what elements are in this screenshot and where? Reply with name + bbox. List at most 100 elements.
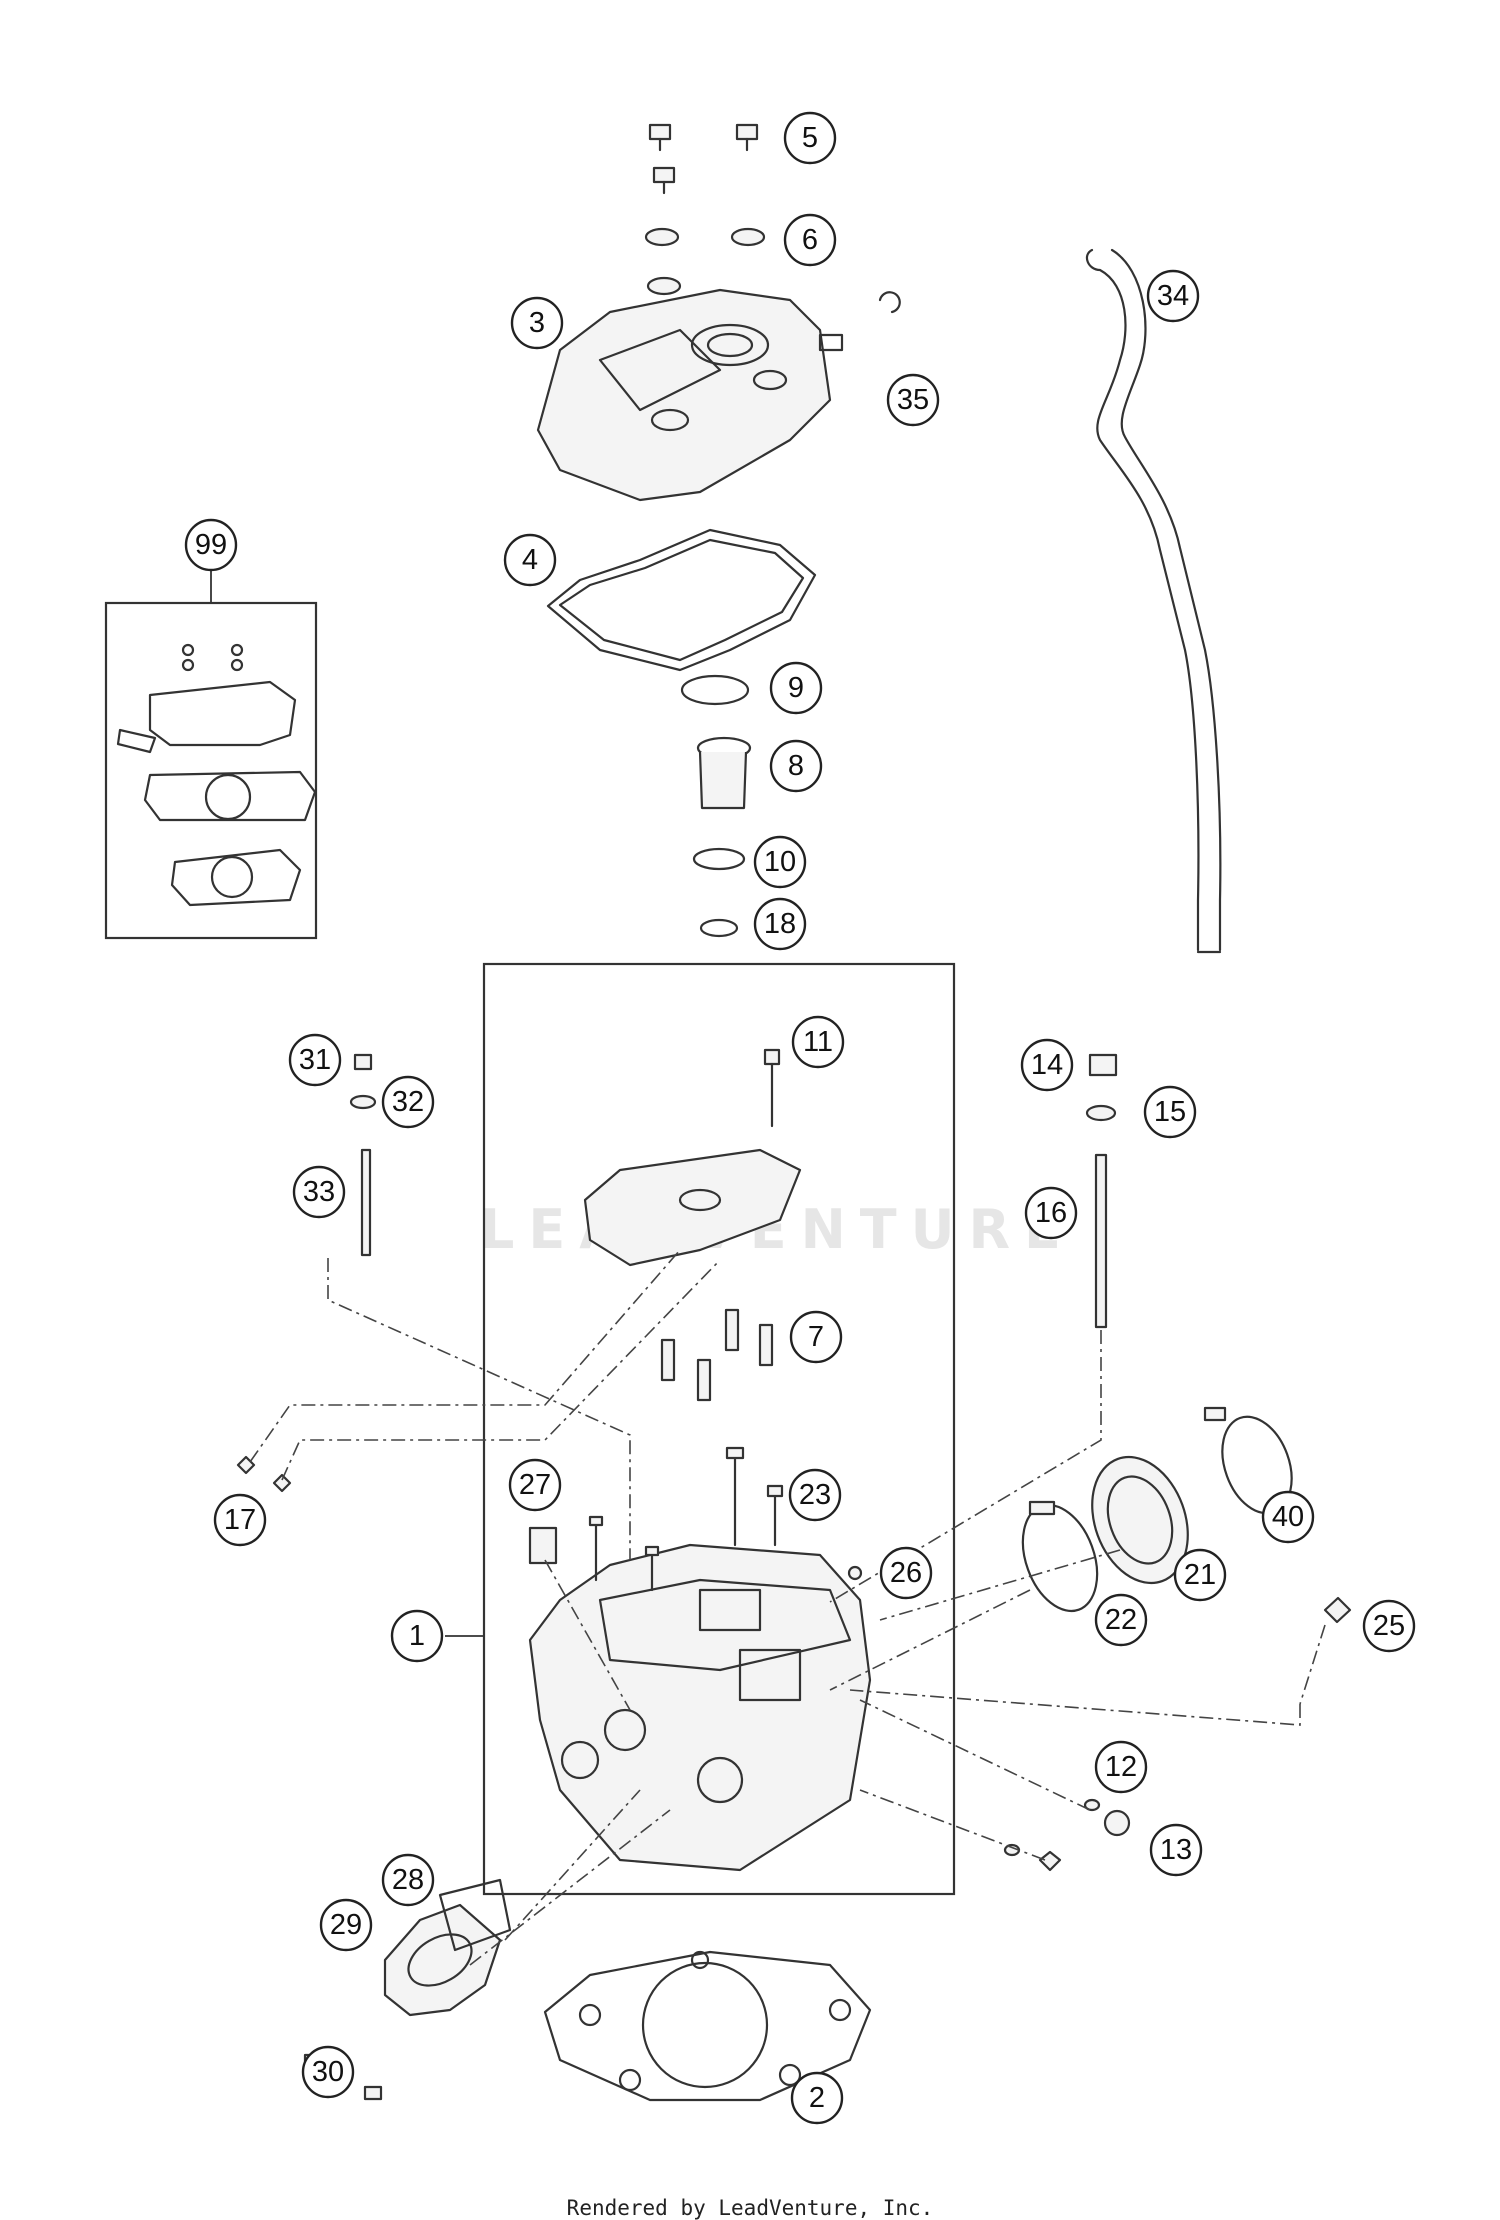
svg-text:28: 28	[392, 1864, 424, 1896]
nut-31	[353, 1053, 373, 1071]
hose-clip	[878, 291, 901, 314]
plug-13	[1103, 1809, 1131, 1837]
svg-text:17: 17	[224, 1504, 256, 1536]
callout-27: 27	[508, 1458, 562, 1512]
svg-text:16: 16	[1035, 1197, 1067, 1229]
stud-33	[360, 1148, 372, 1257]
screws-17	[236, 1455, 292, 1493]
callout-9: 9	[769, 661, 823, 715]
svg-text:40: 40	[1272, 1501, 1304, 1533]
svg-text:12: 12	[1105, 1751, 1137, 1783]
svg-text:15: 15	[1154, 1096, 1186, 1128]
washer-12	[1083, 1798, 1101, 1812]
callout-5: 5	[783, 111, 837, 165]
svg-text:1: 1	[409, 1620, 425, 1652]
head-gasket	[543, 1950, 872, 2102]
callout-11: 11	[791, 1015, 845, 1069]
callout-26: 26	[879, 1546, 933, 1600]
sensor-27	[528, 1526, 558, 1565]
bolts-and-washers	[644, 123, 766, 296]
washer-32	[349, 1094, 377, 1110]
spark-plug-sleeve	[696, 736, 752, 810]
svg-text:29: 29	[330, 1909, 362, 1941]
breather-hose	[1085, 248, 1222, 954]
callout-4: 4	[503, 533, 557, 587]
callout-99: 99	[184, 518, 238, 572]
callout-12: 12	[1094, 1740, 1148, 1794]
valve-guides	[660, 1308, 774, 1402]
clamp-40	[1203, 1406, 1293, 1515]
callout-16: 16	[1024, 1186, 1078, 1240]
svg-text:11: 11	[803, 1026, 833, 1058]
gasket-kit-box	[104, 567, 318, 940]
callout-3: 3	[510, 296, 564, 350]
callout-21: 21	[1173, 1548, 1227, 1602]
callout-34: 34	[1146, 269, 1200, 323]
callout-40: 40	[1261, 1490, 1315, 1544]
callout-15: 15	[1143, 1085, 1197, 1139]
svg-text:35: 35	[897, 384, 929, 416]
svg-text:34: 34	[1157, 280, 1189, 312]
svg-text:99: 99	[195, 529, 227, 561]
callout-35: 35	[886, 373, 940, 427]
svg-text:4: 4	[522, 544, 538, 576]
callout-32: 32	[381, 1075, 435, 1129]
callout-28: 28	[381, 1853, 435, 1907]
callout-8: 8	[769, 739, 823, 793]
cylinder-head	[528, 1543, 872, 1872]
callout-31: 31	[288, 1033, 342, 1087]
head-bolts	[588, 1446, 784, 1592]
svg-text:3: 3	[529, 307, 545, 339]
stud-16	[1094, 1153, 1108, 1329]
svg-text:23: 23	[799, 1479, 831, 1511]
nut-14	[1088, 1053, 1118, 1077]
svg-text:31: 31	[299, 1044, 331, 1076]
callout-17: 17	[213, 1493, 267, 1547]
svg-text:27: 27	[519, 1469, 551, 1501]
callout-23: 23	[788, 1468, 842, 1522]
svg-text:33: 33	[303, 1176, 335, 1208]
intake-flange	[383, 1878, 512, 2017]
callout-7: 7	[789, 1310, 843, 1364]
callout-2: 2	[790, 2071, 844, 2125]
callout-6: 6	[783, 213, 837, 267]
callout-33: 33	[292, 1165, 346, 1219]
clamp-22	[1021, 1500, 1099, 1613]
sensor-25	[1323, 1596, 1352, 1624]
valve-cover	[536, 288, 844, 502]
svg-text:30: 30	[312, 2056, 344, 2088]
svg-text:9: 9	[788, 672, 804, 704]
svg-text:25: 25	[1373, 1610, 1405, 1642]
svg-text:14: 14	[1031, 1049, 1063, 1081]
callout-10: 10	[753, 835, 807, 889]
callout-14: 14	[1020, 1038, 1074, 1092]
svg-text:21: 21	[1184, 1559, 1216, 1591]
o-ring-upper	[692, 847, 746, 871]
callout-1: 1	[390, 1609, 444, 1663]
callout-30: 30	[301, 2045, 355, 2099]
svg-text:6: 6	[802, 224, 818, 256]
svg-text:18: 18	[764, 908, 796, 940]
svg-text:22: 22	[1105, 1604, 1137, 1636]
plug-26	[847, 1565, 863, 1581]
svg-text:32: 32	[392, 1086, 424, 1118]
svg-text:5: 5	[802, 122, 818, 154]
leader-lines	[249, 1249, 1326, 1966]
camshaft-carrier	[583, 1148, 802, 1267]
svg-text:10: 10	[764, 846, 796, 878]
bolt-12-13	[1003, 1843, 1062, 1872]
svg-text:2: 2	[809, 2082, 825, 2114]
svg-text:13: 13	[1160, 1834, 1192, 1866]
cylinder-head-box	[482, 962, 956, 1896]
callout-29: 29	[319, 1898, 373, 1952]
camshaft-bolt	[763, 1048, 781, 1128]
callout-18: 18	[753, 897, 807, 951]
footer-credit: Rendered by LeadVenture, Inc.	[566, 2196, 934, 2220]
callout-22: 22	[1094, 1593, 1148, 1647]
seal-ring	[680, 674, 750, 706]
o-ring-lower	[699, 918, 739, 938]
valve-cover-gasket	[546, 528, 817, 672]
svg-text:8: 8	[788, 750, 804, 782]
callout-25: 25	[1362, 1599, 1416, 1653]
